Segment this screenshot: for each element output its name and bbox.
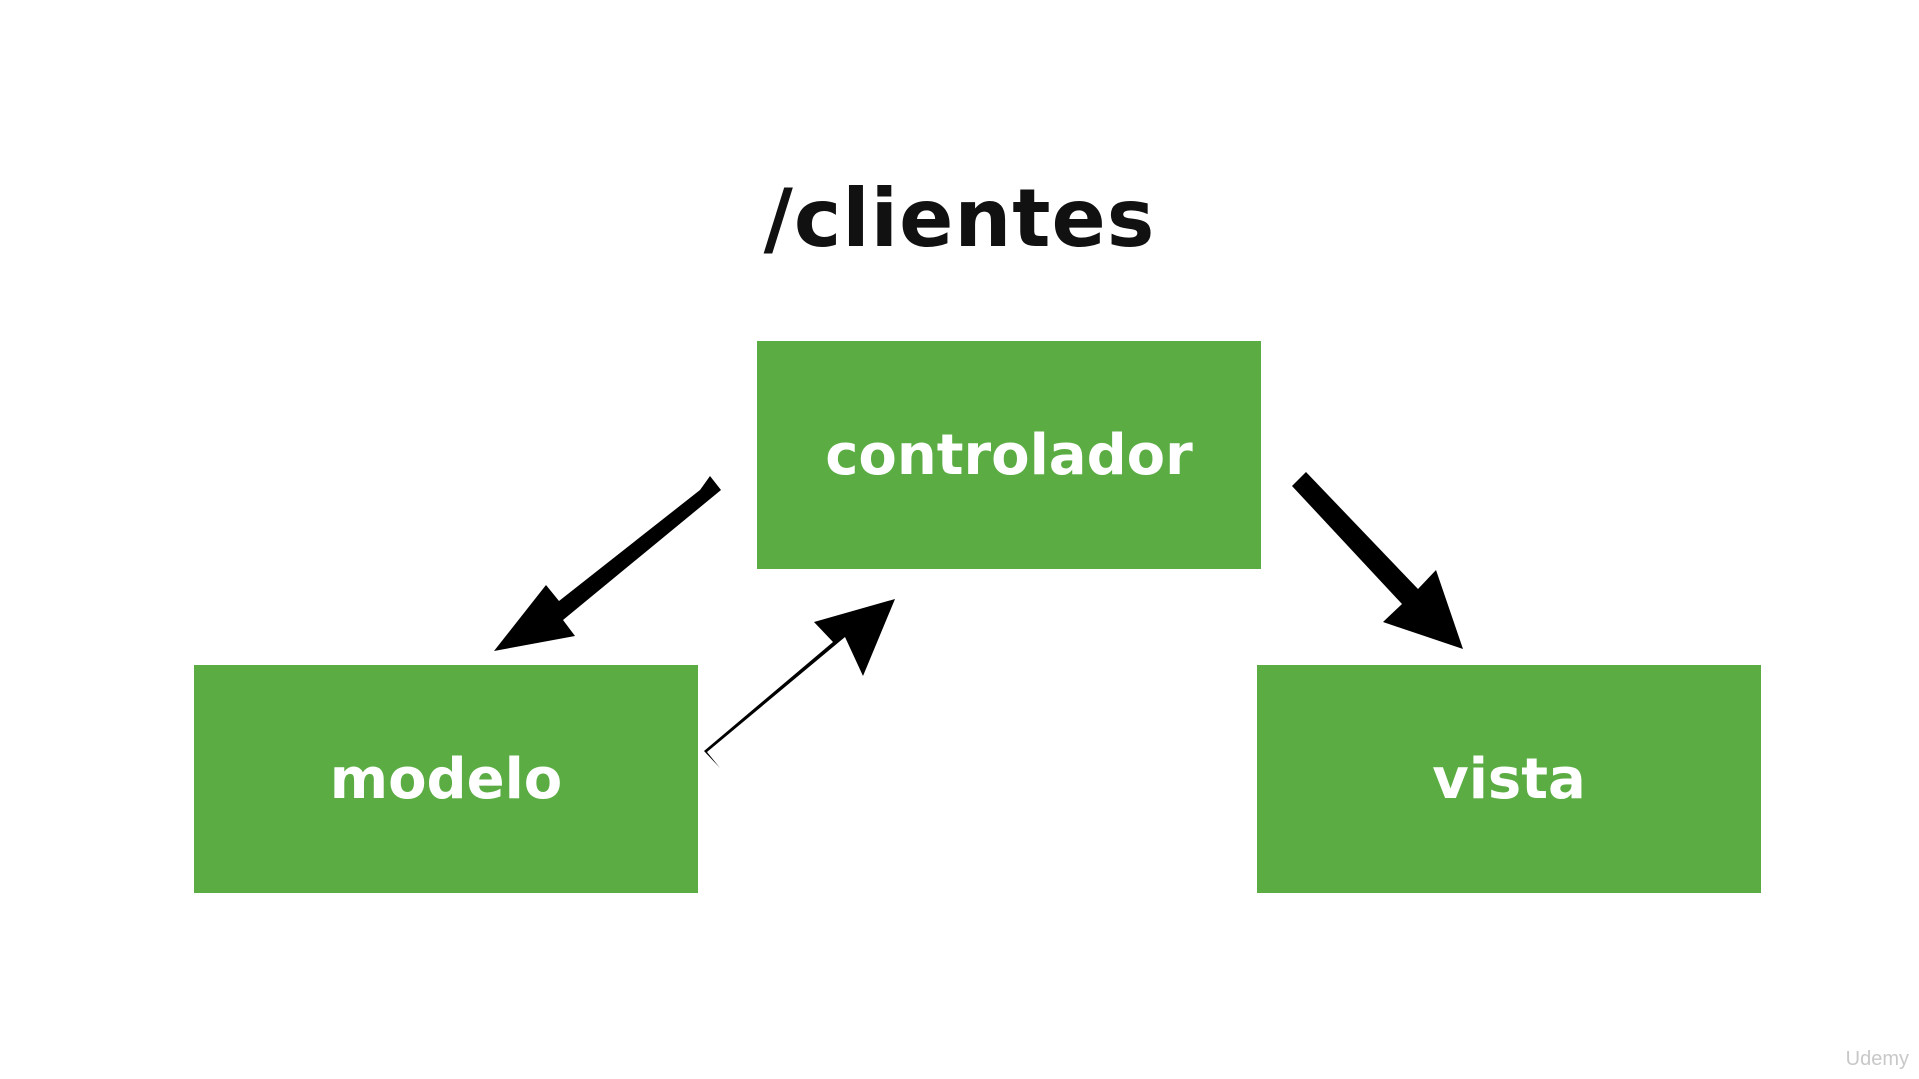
diagram-title: /clientes	[763, 172, 1156, 265]
arrow-model-to-controller	[704, 599, 895, 768]
model-box: modelo	[194, 665, 698, 893]
arrow-controller-to-model	[494, 476, 721, 651]
view-box: vista	[1257, 665, 1761, 893]
model-label: modelo	[329, 746, 563, 812]
controller-box: controlador	[757, 341, 1261, 569]
udemy-watermark: Udemy	[1845, 1048, 1909, 1070]
controller-label: controlador	[825, 422, 1193, 488]
arrow-controller-to-view	[1292, 472, 1463, 649]
view-label: vista	[1432, 746, 1586, 812]
